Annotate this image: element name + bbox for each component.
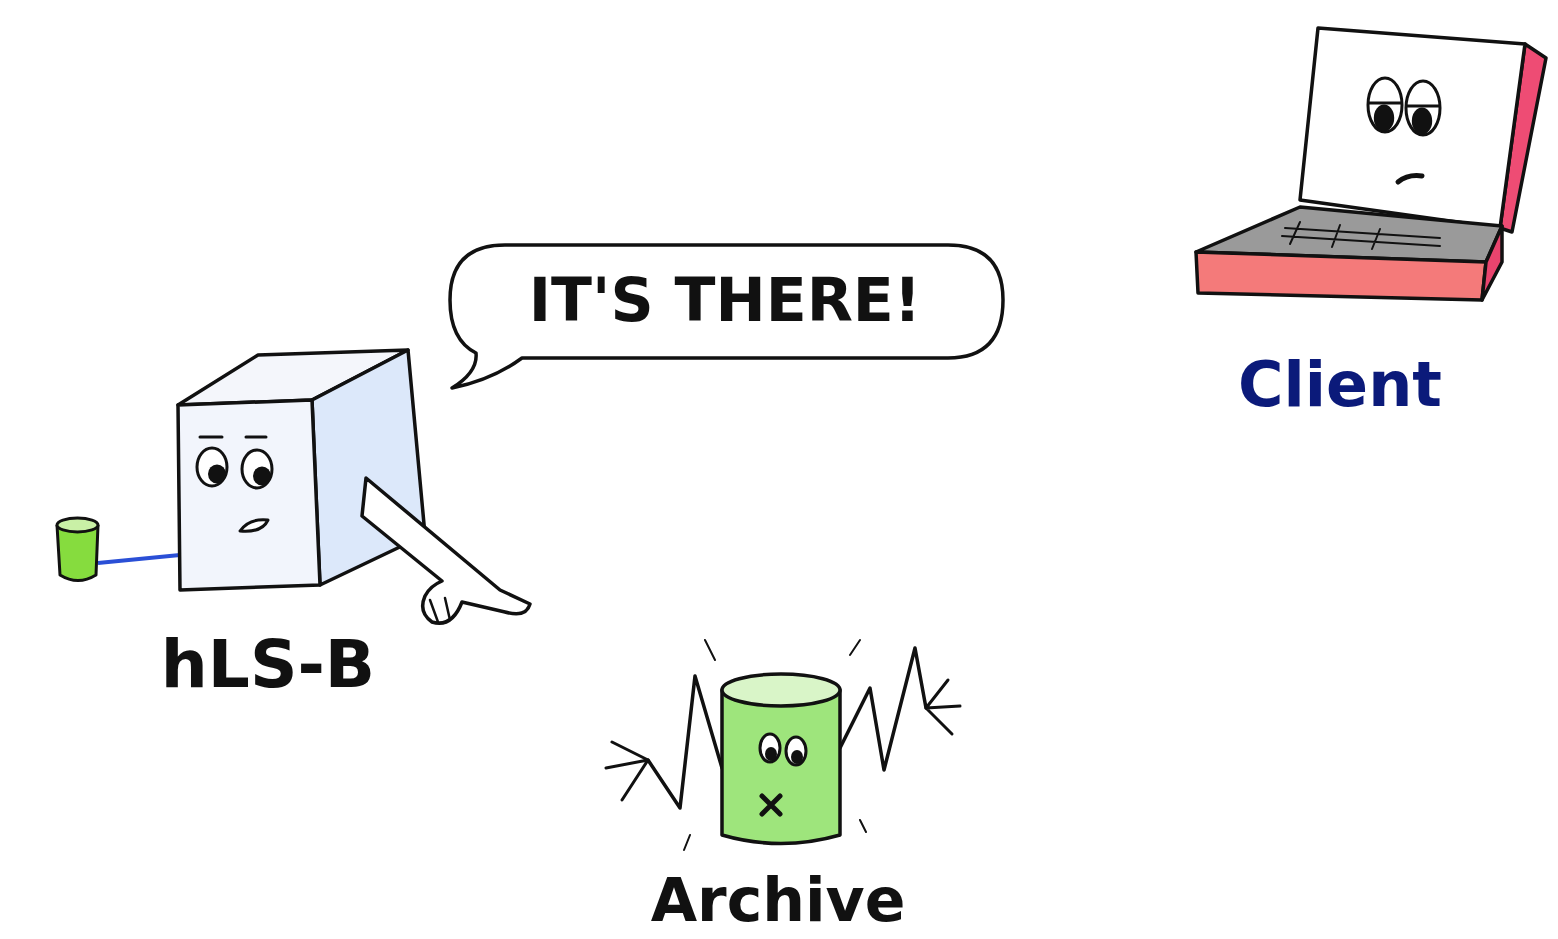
node-label: Client [1190,345,1490,425]
eye [1368,78,1402,132]
pupil [208,465,226,484]
drawing-group [606,640,960,850]
cylinder-top [722,674,840,706]
left-hand [606,742,648,800]
small-disk-top [57,518,98,532]
eye [1406,81,1440,135]
laptop-screen [1300,28,1525,228]
character-node: hLS-B [150,340,550,700]
pupil [791,750,803,764]
network-wire [98,555,180,563]
character-node: Archive [600,630,980,930]
right-hand [926,680,960,734]
cylinder-body [722,690,840,844]
pupil [253,467,271,486]
node-label: IT'S THERE! [455,250,995,350]
mouth [1398,176,1422,182]
laptop-base-front [1196,252,1486,300]
motion-lines [684,640,866,850]
eye [242,450,272,488]
fingers [430,598,450,622]
mouth-x [762,796,780,814]
eyebrows [200,436,266,439]
laptop-base-side [1482,226,1502,300]
speech-bubble [450,245,1003,388]
drawing-group [450,245,1003,388]
pupil [765,747,777,761]
drawing-group [1196,28,1546,300]
pointing-arm [362,478,530,623]
eyelid [1406,105,1440,108]
pupil [1374,105,1394,132]
eye [760,734,780,762]
pupil [1412,108,1432,135]
cube-front [178,400,320,590]
eye [197,448,227,486]
keyboard-keys [1282,222,1440,249]
character-node: IT'S THERE! [440,238,1010,398]
right-arm [840,648,926,770]
eye [786,737,806,765]
eyelid [1368,102,1402,105]
node-label: hLS-B [148,625,388,705]
left-arm [648,676,722,808]
node-label: Archive [620,860,936,939]
mouth [240,520,268,532]
drawing-group [178,350,530,623]
character-node: Client [1185,15,1558,425]
